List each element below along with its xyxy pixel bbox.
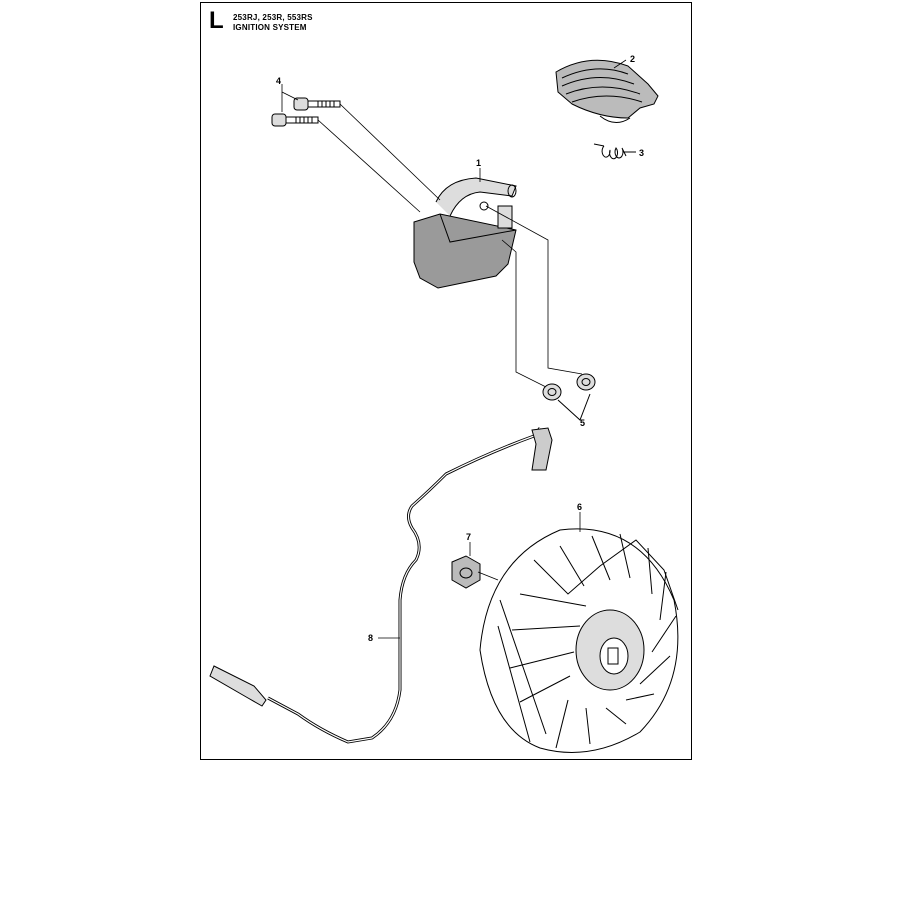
callout-1: 1 xyxy=(476,158,481,168)
callout-8: 8 xyxy=(368,633,373,643)
diagram-title: IGNITION SYSTEM xyxy=(233,23,307,32)
part-ignition-module xyxy=(413,177,517,289)
part-spring xyxy=(593,143,636,160)
callout-7: 7 xyxy=(466,532,471,542)
callout-2: 2 xyxy=(630,54,635,64)
part-nut xyxy=(451,555,499,589)
callout-3: 3 xyxy=(639,148,644,158)
section-letter: L xyxy=(209,7,224,34)
part-flywheel xyxy=(479,528,679,753)
model-list: 253RJ, 253R, 553RS xyxy=(233,13,313,22)
part-cover xyxy=(555,59,659,123)
part-washers xyxy=(542,373,596,421)
part-ignition-lead xyxy=(209,427,553,744)
callout-4: 4 xyxy=(276,76,281,86)
callout-5: 5 xyxy=(580,418,585,428)
callout-6: 6 xyxy=(577,502,582,512)
